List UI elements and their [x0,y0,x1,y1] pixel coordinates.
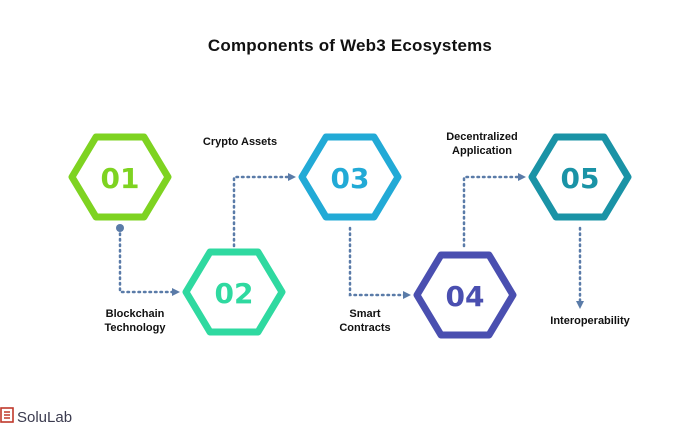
label-line: Decentralized [446,131,518,143]
label-line: Contracts [339,322,391,334]
solulab-logo: SoluLab [0,407,72,428]
hexagon-05 [528,133,632,221]
connectors [118,173,584,309]
hexagon-02 [182,248,286,336]
label-line: Application [452,145,512,157]
label-crypto-assets: Crypto Assets [192,135,288,149]
connector-02-03 [232,173,296,248]
connector-03-04 [348,226,411,299]
logo-text: SoluLab [17,409,73,426]
step-02: 02 [182,248,286,336]
solulab-logo-icon [0,407,14,428]
label-interoperability: Interoperability [538,314,642,328]
label-line: Technology [104,322,166,334]
label-blockchain-technology: Blockchain Technology [95,307,175,335]
hexagon-01 [68,133,172,221]
step-number-03: 03 [331,162,370,195]
connector-start-dot [116,224,124,232]
step-number-02: 02 [215,277,254,310]
connector-01-02 [118,226,180,296]
label-line: Interoperability [550,315,630,327]
diagram-title: Components of Web3 Ecosystems [207,36,493,55]
step-03: 03 [298,133,402,221]
step-number-04: 04 [446,280,485,313]
connector-04-05 [462,173,526,248]
hexagon-04 [413,251,517,339]
step-number-05: 05 [561,162,600,195]
label-smart-contracts: Smart Contracts [330,307,400,335]
step-number-01: 01 [101,162,140,195]
label-decentralized-application: Decentralized Application [432,130,532,158]
step-05: 05 [528,133,632,221]
label-line: Crypto Assets [202,136,278,148]
hexagon-03 [298,133,402,221]
step-01: 01 [68,133,172,221]
label-line: Blockchain [105,308,165,320]
label-line: Smart [349,308,381,320]
step-04: 04 [413,251,517,339]
